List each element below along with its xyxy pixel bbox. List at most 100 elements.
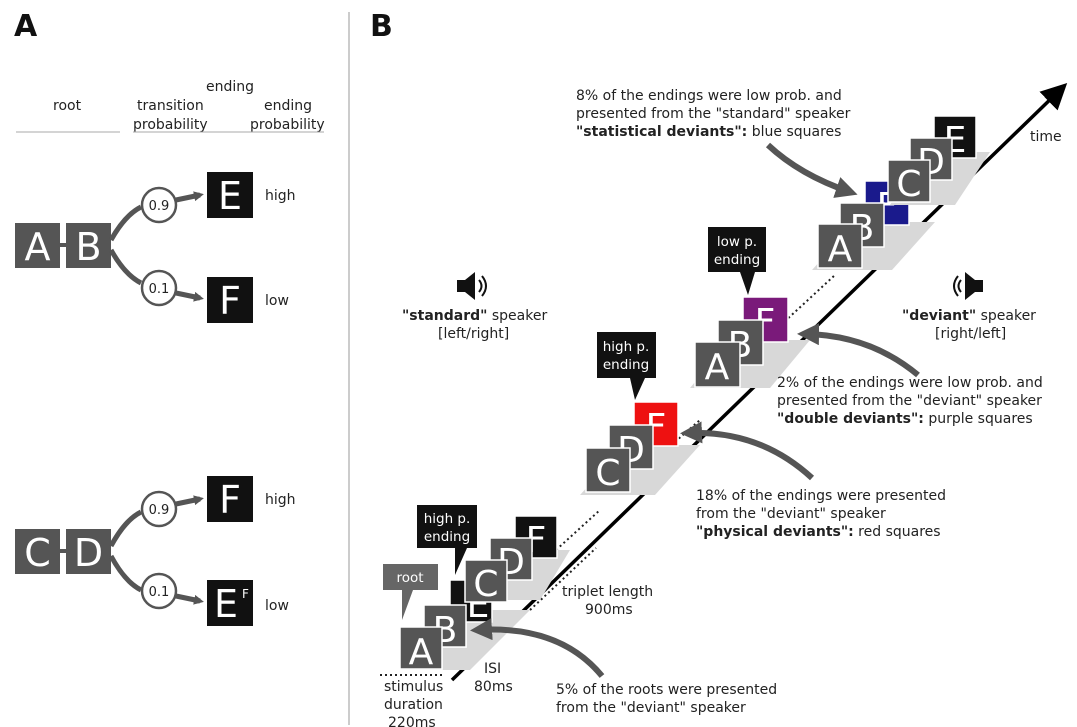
standard-speaker-name: "standard" [402,308,487,324]
prob-high-label-2: 0.9 [149,503,170,518]
root-square-c [15,529,60,574]
physical-note-line-1: 18% of the endings were presented [696,488,946,504]
prob-node-high [140,186,178,224]
statistical-note-line-1: 8% of the endings were low prob. and [576,88,842,104]
triplet-3: F D C [580,401,700,495]
triplet-2-letter-1: C [473,564,498,605]
prob-node-low [140,269,178,307]
standard-speaker-label: "standard" speaker [402,308,547,324]
bubble-high-2-line-1: high p. [603,339,650,355]
double-note-rest: purple squares [924,411,1033,427]
triplet-length-line [529,547,597,611]
low-label: low [265,293,289,309]
col-ending-label-1: ending [264,98,312,114]
deviant-speaker-label: "deviant" speaker [902,308,1036,324]
roots-note-line-1: 5% of the roots were presented [556,682,777,698]
arrow-physical [680,421,815,481]
low-label-2: low [265,598,289,614]
root-letter-c: C [24,531,51,575]
triplet-6-letter-1: C [896,164,921,205]
deviant-speaker-side: [right/left] [935,326,1006,342]
stimulus-label-1: stimulus [384,679,443,695]
high-label-2: high [265,492,296,508]
root-letter-a: A [25,225,51,269]
triplet-1-letter-1b: A [409,632,434,673]
arrow-double [797,323,920,378]
speaker-icon-mirrored [953,272,983,300]
bubble-high-1-line-1: high p. [424,511,471,527]
col-transition-label-1: transition [137,98,204,114]
tree-cd: C D 0.9 0.1 F E F high low [15,476,296,626]
double-note-line-1: 2% of the endings were low prob. and [777,375,1043,391]
stimulus-label-2: duration [384,697,443,713]
triplet-length-value: 900ms [585,602,633,618]
deviant-speaker-rest: speaker [976,308,1036,324]
bubble-low: low p. ending [708,227,766,295]
triplet-6: E D C [887,115,990,205]
tree-ab: A B 0.9 0.1 E F high low [15,172,296,323]
ending-letter-e: E [218,174,242,218]
col-transition-label-2: probability [133,117,208,133]
arrow-roots [470,618,605,678]
dotted-guide-2 [659,419,701,456]
double-note-bold: "double deviants": [777,411,924,427]
bubble-low-line-2: ending [714,252,760,268]
double-note-line-2: presented from the "deviant" speaker [777,393,1042,409]
triplet-4-letter-1: A [705,347,730,388]
prob-high-label: 0.9 [149,199,170,214]
ending-letter-f: F [219,279,241,323]
physical-note-line-2: from the "deviant" speaker [696,506,886,522]
statistical-note-bold: "statistical deviants": [576,124,747,140]
roots-note-line-2: from the "deviant" speaker [556,700,746,716]
speaker-icon [457,272,487,300]
bubble-root: root [383,564,438,620]
physical-note-bold: "physical deviants": [696,524,854,540]
panel-a-letter: A [14,9,38,44]
prob-node-low-2 [140,572,178,610]
ending-square-e [207,172,253,218]
double-note-line-3: "double deviants": purple squares [777,411,1033,427]
bubble-root-text: root [396,570,423,586]
prob-low-label: 0.1 [149,282,170,297]
arrow-statistical [765,142,858,198]
time-label: time [1030,129,1062,145]
triplet-2: F D C [464,515,570,605]
prob-node-high-2 [140,490,178,528]
bubble-low-line-1: low p. [717,234,757,250]
root-letter-b: B [75,225,101,269]
bubble-high-1-line-2: ending [424,529,470,545]
col-ending-top-label: ending [206,79,254,95]
root-square-b [66,223,111,268]
isi-label: ISI [484,661,501,677]
root-square-d [66,529,111,574]
triplet-3-letter-1: C [595,453,620,494]
prob-low-label-2: 0.1 [149,585,170,600]
triplet-length-label: triplet length [562,584,653,600]
stimulus-value: 220ms [388,715,436,727]
root-letter-d: D [74,531,103,575]
ending-letter-f-2: F [219,478,241,522]
standard-speaker-rest: speaker [487,308,547,324]
triplet-5-letter-1: A [828,229,853,270]
physical-note-rest: red squares [854,524,941,540]
panel-b-letter: B [370,9,393,44]
deviant-speaker-name: "deviant" [902,308,976,324]
bubble-high-2-line-2: ending [603,357,649,373]
physical-note-line-3: "physical deviants": red squares [696,524,941,540]
statistical-note-line-3: "statistical deviants": blue squares [576,124,841,140]
high-label: high [265,188,296,204]
ending-square-f-2 [207,476,253,522]
ending-letter-e-2: E [214,582,238,626]
ending-letter-small: F [242,587,249,601]
col-root-label: root [53,98,82,114]
root-square-a [15,223,60,268]
isi-value: 80ms [474,679,513,695]
statistical-note-rest: blue squares [747,124,841,140]
col-ending-label-2: probability [250,117,325,133]
statistical-note-line-2: presented from the "standard" speaker [576,106,851,122]
bubble-high-2: high p. ending [597,332,656,400]
standard-speaker-side: [left/right] [438,326,509,342]
ending-square-f [207,277,253,323]
dotted-guide-1 [544,509,601,561]
